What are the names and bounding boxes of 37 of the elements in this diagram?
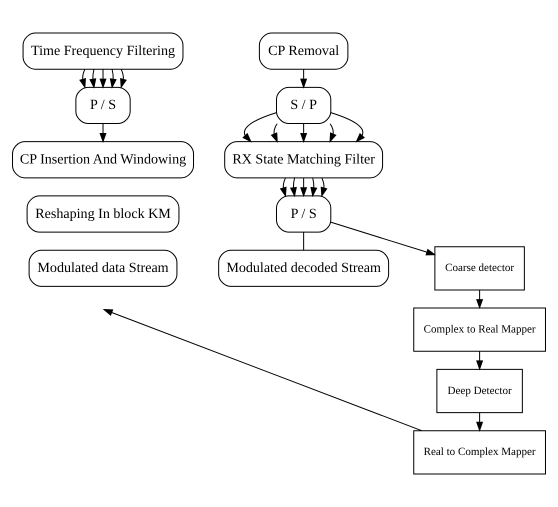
node-box: P / S — [75, 86, 131, 124]
node-box: CP Insertion And Windowing — [12, 141, 194, 178]
arrow — [329, 123, 337, 143]
arrow — [476, 412, 484, 432]
arrow — [310, 178, 318, 198]
arrow — [320, 178, 328, 198]
node-box: Real to Complex Mapper — [413, 430, 546, 474]
node-box: S / P — [276, 86, 332, 124]
node-box: Time Frequency Filtering — [22, 32, 184, 70]
node-box: Reshaping In block KM — [26, 195, 180, 233]
arrow — [242, 112, 277, 143]
arrow — [290, 178, 297, 198]
arrow — [102, 309, 422, 432]
arrow — [476, 351, 484, 370]
arrow — [120, 69, 127, 89]
connector — [303, 232, 304, 250]
arrow — [270, 123, 278, 143]
node-box: Coarse detector — [434, 246, 525, 290]
arrow — [476, 290, 484, 310]
node-box: Deep Detector — [436, 368, 523, 414]
node-box: Modulated decoded Stream — [218, 250, 390, 287]
arrow — [300, 69, 308, 89]
arrow — [79, 69, 86, 89]
arrow — [330, 112, 365, 143]
arrow — [280, 178, 287, 198]
arrow — [110, 69, 117, 89]
arrow — [330, 222, 436, 256]
node-box: CP Removal — [258, 32, 348, 70]
node-box: Modulated data Stream — [28, 250, 178, 287]
node-box: Complex to Real Mapper — [413, 308, 546, 352]
arrow — [100, 69, 107, 89]
arrow — [89, 69, 96, 89]
arrow — [300, 124, 308, 143]
node-box: RX State Matching Filter — [224, 141, 384, 178]
node-box: P / S — [276, 195, 332, 233]
arrow — [100, 124, 107, 143]
arrow — [300, 178, 308, 198]
